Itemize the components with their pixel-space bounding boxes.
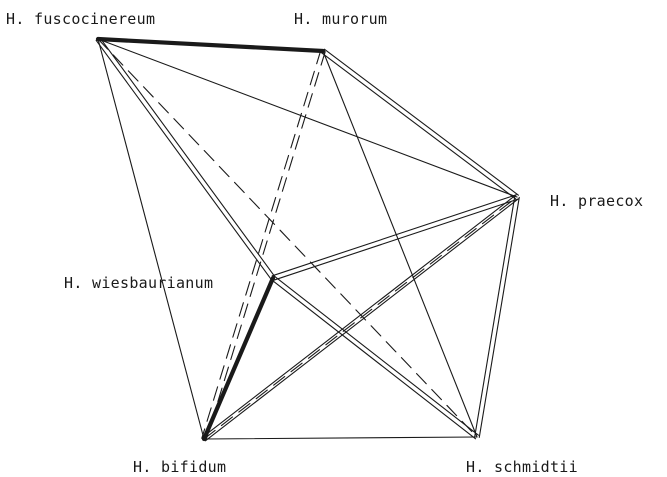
nodes-layer: H. fuscocinereum H. murorum H. praecox H… — [6, 10, 643, 476]
node-label-schmidtii: H. schmidtii — [466, 458, 578, 476]
edge-wiesb-bifid — [201, 275, 276, 442]
edge-fusco-muror — [95, 36, 326, 54]
edge-muror-bifid-b — [205, 51, 326, 441]
edge-bifid-schmi — [203, 436, 478, 440]
edge-muror-praec-b — [323, 48, 519, 196]
edge-wiesb-praec-a — [273, 198, 519, 281]
edge-muror-praec-a — [321, 52, 517, 200]
node-label-praecox: H. praecox — [550, 192, 643, 210]
node-label-fuscocinereum: H. fuscocinereum — [6, 10, 155, 28]
edge-bifid-praec — [203, 196, 518, 440]
node-label-murorum: H. murorum — [294, 10, 387, 28]
edge-fusco-praec — [97, 38, 518, 198]
edge-fusco-wiesb-b — [99, 37, 276, 278]
edge-muror-schmi — [322, 50, 478, 438]
edge-wiesb-schmi-a — [271, 279, 477, 440]
node-label-bifidum: H. bifidum — [133, 458, 226, 476]
edge-bifid-praec-a — [204, 198, 519, 442]
edge-bifid-praec-b — [202, 194, 517, 438]
edge-praec-schmi-b — [478, 196, 520, 438]
node-label-wiesbaurianum: H. wiesbaurianum — [64, 274, 213, 292]
edge-fusco-wiesb-a — [95, 39, 272, 280]
edges-layer — [95, 36, 520, 442]
edge-fusco-bifid — [97, 38, 205, 440]
edge-wiesb-praec-b — [271, 194, 517, 277]
edge-muror-bifid-a — [201, 49, 322, 439]
edge-praec-schmi-a — [474, 196, 516, 438]
edge-wiesb-schmi-b — [273, 275, 479, 436]
edge-fusco-schmi — [97, 38, 478, 438]
